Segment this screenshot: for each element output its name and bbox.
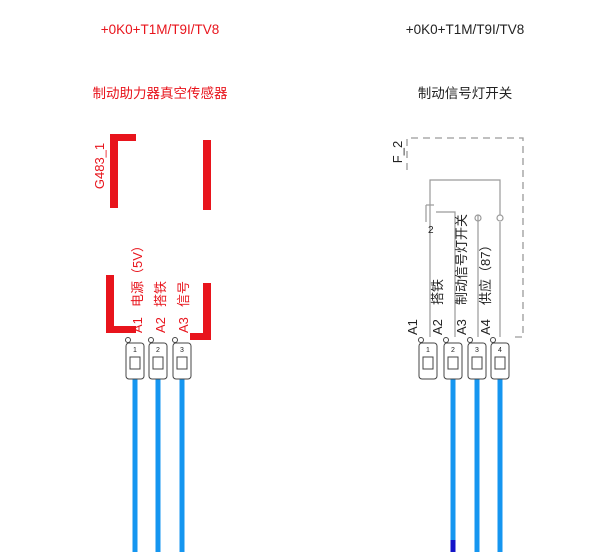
right-pin-a2-label: A2 xyxy=(430,319,445,335)
left-component-id: G483_1 xyxy=(92,143,107,189)
right-wires xyxy=(450,378,503,552)
left-pin-a1-desc: 电源（5V） xyxy=(130,239,145,307)
right-pin-a3-desc: 制动信号灯开关 xyxy=(454,214,469,305)
right-component-id: F_2 xyxy=(390,141,405,163)
right-pin-a4-desc: 供应（87） xyxy=(478,239,493,305)
terminal-left-1-num: 1 xyxy=(133,347,137,354)
left-location-code: +0K0+T1M/T9I/TV8 xyxy=(101,22,220,37)
right-pin-a2-desc: 搭铁 xyxy=(430,279,445,305)
left-wires xyxy=(132,378,185,552)
terminal-right-4-num: 4 xyxy=(498,347,502,354)
terminal-right-1: 1 xyxy=(418,337,438,380)
terminal-right-4: 4 xyxy=(490,337,510,380)
right-connector: 1 2 3 4 xyxy=(418,337,510,380)
right-component-housing xyxy=(406,137,524,338)
terminal-right-3-num: 3 xyxy=(475,347,479,354)
terminal-left-2: 2 xyxy=(148,337,168,380)
left-pin-a2-desc: 搭铁 xyxy=(153,281,168,307)
left-component-housing xyxy=(106,134,211,340)
terminal-right-3: 3 xyxy=(467,337,487,380)
terminal-left-3-num: 3 xyxy=(180,347,184,354)
right-pin-a1-label: A1 xyxy=(405,319,420,335)
terminal-right-1-num: 1 xyxy=(426,347,430,354)
left-pin-a1-label: A1 xyxy=(130,317,145,333)
right-switch-label: 2 xyxy=(428,225,434,236)
right-pin-labels: A1 A2 搭铁 A3 制动信号灯开关 A4 供应（87） xyxy=(405,214,493,335)
terminal-left-1: 1 xyxy=(125,337,145,380)
left-pin-a3-desc: 信号 xyxy=(176,281,191,307)
right-pin-a4-label: A4 xyxy=(478,319,493,335)
terminal-left-3: 3 xyxy=(172,337,192,380)
terminal-left-2-num: 2 xyxy=(156,347,160,354)
left-component-title: 制动助力器真空传感器 xyxy=(93,85,228,101)
right-location-code: +0K0+T1M/T9I/TV8 xyxy=(406,22,525,37)
left-pin-a2-label: A2 xyxy=(153,317,168,333)
left-pin-a3-label: A3 xyxy=(176,317,191,333)
left-pin-labels: A1 电源（5V） A2 搭铁 A3 信号 xyxy=(130,239,191,333)
right-switch-symbol xyxy=(425,179,504,337)
left-connector: 1 2 3 xyxy=(125,337,192,380)
right-component-title: 制动信号灯开关 xyxy=(418,86,513,101)
right-pin-a3-label: A3 xyxy=(454,319,469,335)
terminal-right-2: 2 xyxy=(443,337,463,380)
terminal-right-2-num: 2 xyxy=(451,347,455,354)
